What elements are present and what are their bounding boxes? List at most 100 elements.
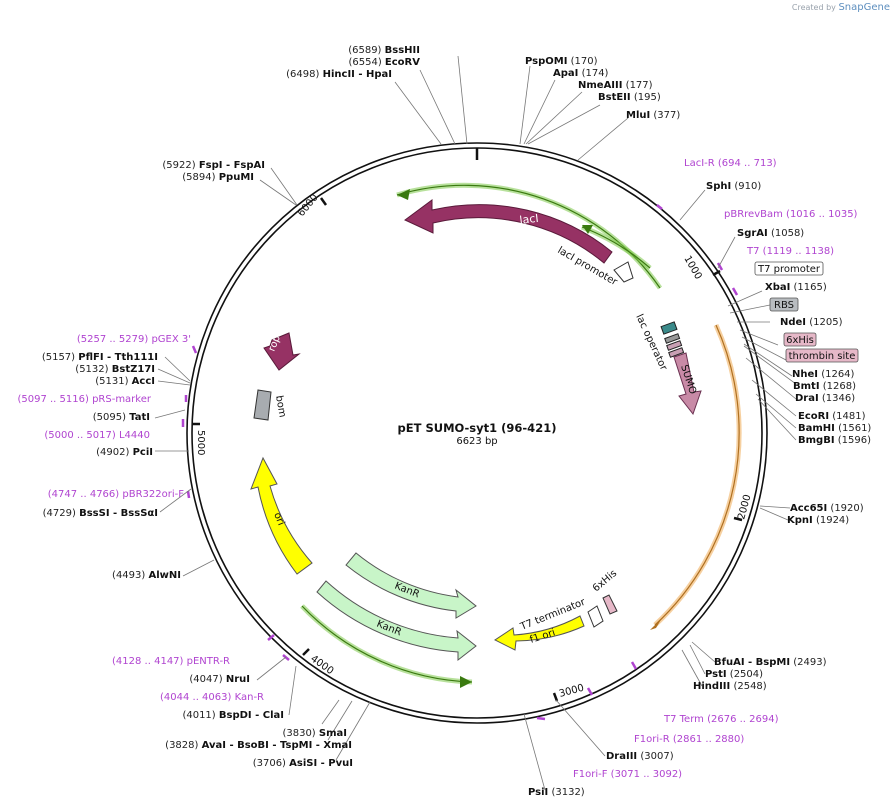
enzyme-label[interactable]: (3706) AsiSI - PvuI [253,758,353,769]
feature-laci[interactable] [404,199,613,264]
boxed-thrombin-site[interactable]: thrombin site [785,348,859,363]
enzyme-position: (4047) [189,674,222,685]
feature-sumo[interactable] [673,352,702,416]
enzyme-label[interactable]: PsiI (3132) [528,787,585,798]
primer-label[interactable]: LacI-R (694 .. 713) [684,158,777,169]
enzyme-name: PspOMI [525,56,567,67]
enzyme-name: Acc65I [790,503,827,514]
primer-label[interactable]: (4128 .. 4147) pENTR-R [112,656,230,667]
feature-laci-promoter[interactable] [613,261,634,283]
enzyme-label[interactable]: DraI (1346) [795,393,855,404]
enzyme-label[interactable]: (6498) HincII - HpaI [286,69,392,80]
enzyme-position: (4493) [112,570,145,581]
enzyme-label[interactable]: ApaI (174) [553,68,609,79]
enzyme-label[interactable]: (4902) PciI [96,447,153,458]
enzyme-label[interactable]: (4047) NruI [189,674,250,685]
created-by-label: Created by [791,3,836,12]
6xhis-c-label: 6xHis [591,568,619,594]
enzyme-label[interactable]: (5132) BstZ17I [75,364,155,375]
enzyme-name: XbaI [765,282,790,293]
primer-label[interactable]: (4747 .. 4766) pBR322ori-F [48,489,184,500]
feature-kanr-1[interactable] [345,552,477,619]
primer-range: (694 .. 713) [718,158,777,169]
primer-label[interactable]: (5257 .. 5279) pGEX 3' [77,334,191,345]
enzyme-label[interactable]: BfuAI - BspMI (2493) [714,657,827,668]
enzyme-label[interactable]: BmgBI (1596) [798,435,871,446]
enzyme-label[interactable]: (4493) AlwNI [112,570,181,581]
feature-t7-terminator[interactable] [587,605,604,628]
primer-name: Kan-R [235,692,264,703]
enzyme-label[interactable]: (5157) PflFI - Tth111I [42,352,158,363]
feature-rop[interactable] [263,332,301,371]
primer-label[interactable]: (5000 .. 5017) L4440 [44,430,150,441]
enzyme-name: AvaI - BsoBI - TspMI - XmaI [202,740,352,751]
enzyme-label[interactable]: BamHI (1561) [798,423,871,434]
enzyme-label[interactable]: (6554) EcoRV [348,57,420,68]
boxed-6xhis[interactable]: 6xHis [783,332,817,347]
enzyme-label[interactable]: (4011) BspDI - ClaI [182,710,284,721]
enzyme-label[interactable]: NheI (1264) [792,369,855,380]
enzyme-label[interactable]: SphI (910) [706,181,761,192]
tick-marks [192,148,743,702]
enzyme-name: EcoRV [385,57,420,68]
enzyme-name: HindIII [693,681,730,692]
primer-label[interactable]: F1ori-R (2861 .. 2880) [634,734,744,745]
feature-6xhis-c[interactable] [602,594,618,615]
primer-label[interactable]: T7 (1119 .. 1138) [746,246,834,257]
enzyme-label[interactable]: DraIII (3007) [606,751,674,762]
enzyme-label[interactable]: XbaI (1165) [765,282,827,293]
plasmid-title: pET SUMO-syt1 (96-421) 6623 bp [398,421,557,447]
boxed-t7-promoter[interactable]: T7 promoter [754,261,824,276]
primer-name: LacI-R [684,158,715,169]
enzyme-label[interactable]: NmeAIII (177) [578,80,653,91]
enzyme-label[interactable]: (5922) FspI - FspAI [162,160,265,171]
enzyme-name: TatI [129,412,150,423]
enzyme-label[interactable]: EcoRI (1481) [798,411,866,422]
enzyme-label[interactable]: BmtI (1268) [793,381,856,392]
feature-ori[interactable] [250,456,313,575]
primer-label[interactable]: T7 Term (2676 .. 2694) [663,714,779,725]
primer-range: (2861 .. 2880) [673,734,745,745]
enzyme-label[interactable]: HindIII (2548) [693,681,767,692]
feature-kanr-2[interactable] [316,580,477,662]
feature-lac-operator[interactable] [660,321,678,335]
enzyme-name: NruI [226,674,250,685]
primer-label[interactable]: (4044 .. 4063) Kan-R [160,692,264,703]
primer-name: pBRrevBam [724,209,783,220]
enzyme-label[interactable]: (5894) PpuMI [182,172,254,183]
enzyme-label[interactable]: MluI (377) [626,110,680,121]
enzyme-label[interactable]: PstI (2504) [705,669,763,680]
boxed-rbs[interactable]: RBS [769,297,799,312]
primer-range: (5097 .. 5116) [17,394,89,405]
enzyme-label[interactable]: (6589) BssHII [348,45,420,56]
enzyme-name: PciI [133,447,153,458]
enzyme-label[interactable]: (3828) AvaI - BsoBI - TspMI - XmaI [165,740,352,751]
primer-label[interactable]: (5097 .. 5116) pRS-marker [17,394,151,405]
enzyme-label[interactable]: (5131) AccI [95,376,155,387]
primer-name: T7 [746,246,759,257]
insert-arc [650,323,742,630]
primer-label[interactable]: pBRrevBam (1016 .. 1035) [724,209,858,220]
enzyme-name: BfuAI - BspMI [714,657,790,668]
feature-bom[interactable] [253,389,272,421]
enzyme-label[interactable]: SgrAI (1058) [737,228,804,239]
enzyme-name: BstEII [598,92,631,103]
enzyme-label[interactable]: (5095) TatI [93,412,150,423]
enzyme-name: BssHII [385,45,420,56]
primer-label[interactable]: F1ori-F (3071 .. 3092) [573,769,682,780]
enzyme-label[interactable]: PspOMI (170) [525,56,598,67]
enzyme-label[interactable]: BstEII (195) [598,92,661,103]
enzyme-label[interactable]: (4729) BssSI - BssSαI [43,508,158,519]
enzyme-position: (6498) [286,69,319,80]
enzyme-label[interactable]: Acc65I (1920) [790,503,864,514]
enzyme-label[interactable]: (3830) SmaI [282,728,347,739]
enzyme-position: (3007) [640,751,673,762]
feature-f1-ori[interactable] [494,615,585,651]
enzyme-name: SphI [706,181,731,192]
enzyme-label[interactable]: NdeI (1205) [780,317,843,328]
enzyme-label[interactable]: KpnI (1924) [787,515,849,526]
enzyme-position: (1561) [838,423,871,434]
enzyme-name: BssSI - BssSαI [79,508,158,519]
tick-4000: 4000 [308,653,335,677]
enzyme-position: (195) [634,92,661,103]
